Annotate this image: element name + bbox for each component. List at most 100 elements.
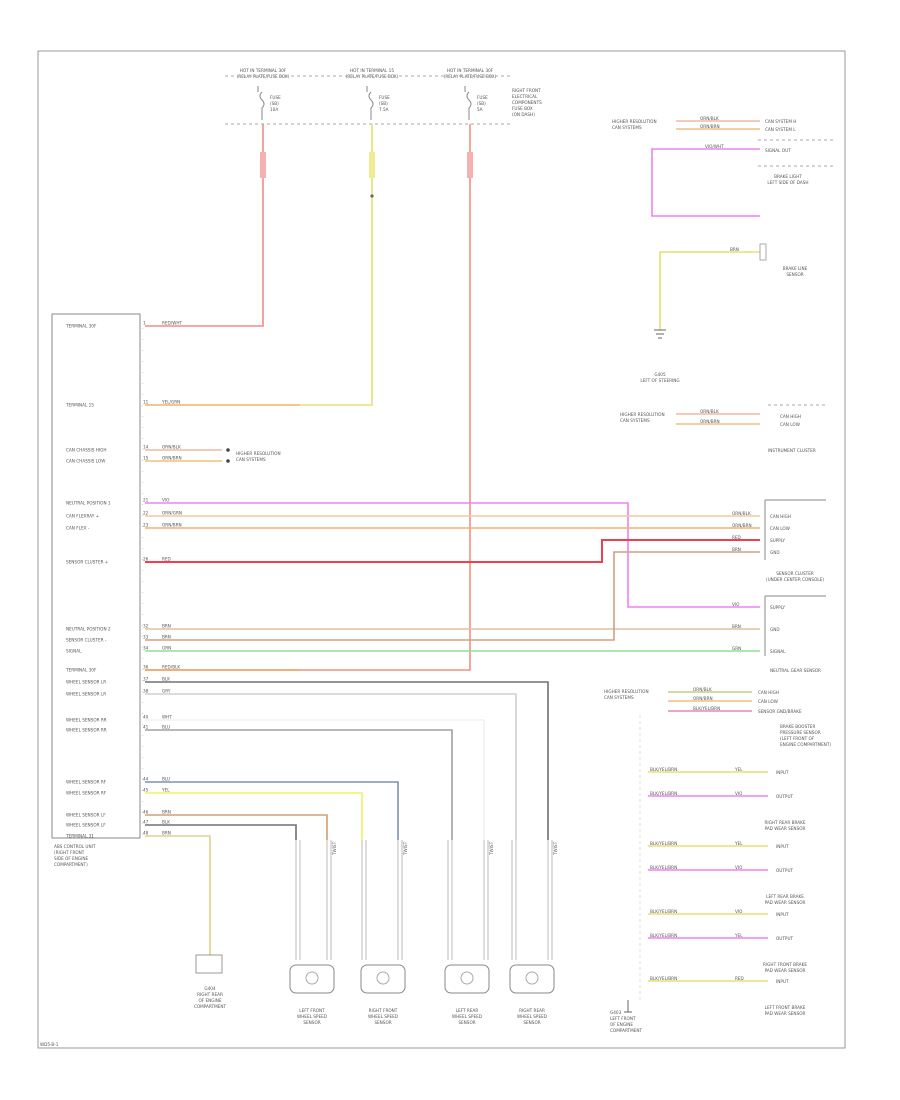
wheel-sensor-label: RIGHT FRONT <box>369 1008 398 1013</box>
wire-brake-sensor <box>659 251 760 330</box>
sensor-group-label-1: LEFT REAR BRAKE <box>766 894 804 899</box>
sensor-group-wire-a: BLK/YEL/BRN <box>650 791 677 796</box>
sensor-cluster-wire: BRN <box>732 547 741 552</box>
pressure-wire: BLK/YEL/BRN <box>693 706 720 711</box>
module-pin-number: 41 <box>143 725 149 730</box>
ground-g405-2: LEFT OF STEERING <box>640 378 679 383</box>
module-pin-label: NEUTRAL POSITION 2 <box>66 627 111 632</box>
pressure-wire: ORN/BLK <box>693 687 712 692</box>
module-name-3: SIDE OF ENGINE <box>54 856 89 861</box>
pin-tick: · <box>142 381 143 386</box>
module-pin-label: WHEEL SENSOR RF <box>66 791 107 796</box>
ground-g404-label: COMPARTMENT <box>194 1004 227 1009</box>
wire-neutral-pos-1 <box>145 502 760 608</box>
sensor-group-wire-a: BLK/YEL/BRN <box>650 933 677 938</box>
top-can-line-2: CAN SYSTEM L <box>765 127 796 132</box>
module-pin-wire: GRN <box>162 646 171 651</box>
fuse-3-title-1: HOT IN TERMINAL 30F <box>447 68 494 73</box>
sensor-cluster-label-2: (UNDER CENTER CONSOLE) <box>766 577 824 582</box>
ground-g404-label: G404 <box>204 986 216 991</box>
wheel-speed-sensor-icon <box>460 971 474 985</box>
twisted-pair-label: TWIST <box>489 841 494 856</box>
sensor-group-label-2: PAD WEAR SENSOR <box>765 968 806 973</box>
sensor-group-wire-b: RED <box>735 976 744 981</box>
pin-tick: · <box>142 821 143 826</box>
pin-tick: · <box>142 788 143 793</box>
sensor-group-out: INPUT <box>776 770 789 775</box>
wire-brake-light <box>651 148 760 217</box>
module-pin-number: 32 <box>143 624 149 629</box>
pin-tick: · <box>142 612 143 617</box>
pressure-line: CAN HIGH <box>758 690 779 695</box>
module-pin-label: TERMINAL 15 <box>65 403 94 408</box>
sensor-group-wire-b: YEL <box>734 767 743 772</box>
module-pin-wire: RED/WHT <box>162 321 182 326</box>
sensor-cluster-wire: ORN/BRN <box>732 523 752 528</box>
module-pin-label: WHEEL SENSOR LF <box>66 813 106 818</box>
module-pin-number: 26 <box>143 557 149 562</box>
wire-sensor-cluster-minus <box>145 551 760 641</box>
pin-tick: · <box>142 579 143 584</box>
pin-tick: · <box>142 425 143 430</box>
module-pin-label: TERMINAL 30F <box>65 324 97 329</box>
sensor-group-wire-a: BLK/YEL/BRN <box>650 841 677 846</box>
sensor-group-label-1: RIGHT FRONT BRAKE <box>763 962 807 967</box>
ground-g404-label: OF ENGINE <box>198 998 221 1003</box>
module-pin-label: WHEEL SENSOR RR <box>66 728 107 733</box>
wire-terminal-31 <box>145 835 211 955</box>
ground-g403-label: OF ENGINE <box>610 1022 633 1027</box>
wheel-sensor-label: LEFT REAR <box>456 1008 479 1013</box>
module-name-4: COMPARTMENT) <box>54 862 88 867</box>
wire-red-blk-feed <box>145 124 471 671</box>
pin-tick: · <box>142 634 143 639</box>
wheel-sensor-label: SENSOR <box>458 1020 475 1025</box>
module-pin-number: 37 <box>143 677 149 682</box>
pin-tick: · <box>142 403 143 408</box>
fuse-3-title-2: (RELAY PLATE/FUSE BOX) <box>444 74 497 79</box>
wheel-speed-sensor-icon <box>444 964 490 994</box>
pin-tick: · <box>142 535 143 540</box>
module-pin-wire: WHT <box>162 715 172 720</box>
brake-switch-wire: VIO/WHT <box>705 144 724 149</box>
module-pin-number: 38 <box>143 689 149 694</box>
module-pin-number: 14 <box>143 445 149 450</box>
module-name-2: (RIGHT FRONT <box>54 850 85 855</box>
instr-src-1: HIGHER RESOLUTION <box>620 412 665 417</box>
pin-tick: · <box>142 601 143 606</box>
sensor-group-wire-a: BLK/YEL/BRN <box>650 909 677 914</box>
page-frame <box>37 50 846 1049</box>
module-pin-label: WHEEL SENSOR RF <box>66 780 107 785</box>
fuse-2: HOT IN TERMINAL 15 (RELAY PLATE/FUSE BOX… <box>346 68 399 120</box>
ground-icon <box>654 329 666 339</box>
module-pin-label: WHEEL SENSOR LF <box>66 823 106 828</box>
module-pin-number: 47 <box>143 820 149 825</box>
wire-wheel-rr-1 <box>145 719 485 840</box>
wheel-speed-sensor-icon <box>376 971 390 985</box>
wire-wheel-lr-1 <box>145 681 549 840</box>
top-can-wire-1: ORN/BLK <box>700 116 719 121</box>
ground-g403-label: COMPARTMENT <box>610 1028 643 1033</box>
instr-wire-2: ORN/BRN <box>700 419 720 424</box>
wheel-speed-sensor-icon <box>305 971 319 985</box>
brake-switch-label-2: LEFT SIDE OF DASH <box>767 180 808 185</box>
sensor-group-out: INPUT <box>776 844 789 849</box>
pressure-wire: ORN/BRN <box>693 696 713 701</box>
module-pin-wire: VIO <box>162 498 170 503</box>
sensor-group-wire-a: BLK/YEL/BRN <box>650 767 677 772</box>
pin-tick: · <box>142 799 143 804</box>
brake-switch-label-1: BRAKE LIGHT <box>774 174 802 179</box>
module-pin-label: SIGNAL <box>66 649 82 654</box>
pin-tick: · <box>142 755 143 760</box>
instrument-cluster-label: INSTRUMENT CLUSTER <box>768 448 816 453</box>
module-pin-wire: BRN <box>162 635 171 640</box>
module-pin-label: CAN FLEXRAY + <box>66 514 100 519</box>
sensor-group-wire-b: YEL <box>734 933 743 938</box>
sensor-cluster-pin: GND <box>770 550 780 555</box>
module-pin-label: SENSOR CLUSTER + <box>66 560 109 565</box>
wire-wheel-rf-down <box>361 840 403 960</box>
pin-tick: · <box>142 491 143 496</box>
sensor-group-wire-a: BLK/YEL/BRN <box>650 865 677 870</box>
sensor-group-wire-b: YEL <box>734 841 743 846</box>
